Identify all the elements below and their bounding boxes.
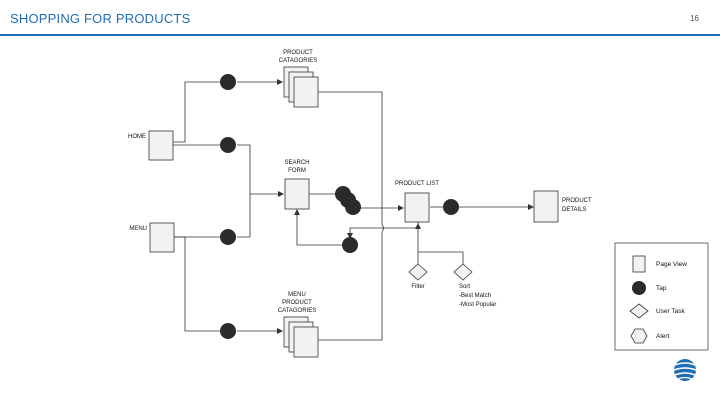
connector-list-back-to-tap [347, 222, 419, 239]
connector-menu-to-menu-categories [174, 236, 220, 332]
connector-menu-categories-to-list [318, 224, 384, 341]
sort-label-line3: -Most Popular [459, 302, 496, 308]
user-task-filter[interactable]: Filter [408, 263, 428, 290]
sort-label-line1: Sort [459, 284, 470, 290]
filter-label: Filter [411, 284, 424, 290]
tap-back-to-search[interactable] [342, 237, 358, 253]
page-menu-product-categories[interactable]: MENU PRODUCT CATAGORIES [278, 292, 319, 358]
product-details-label-line1: PRODUCT [562, 198, 592, 204]
product-categories-label-line2: CATAGORIES [279, 58, 317, 64]
menu-label: MENU [129, 226, 147, 232]
menu-categories-label-line1: MENU [288, 292, 306, 298]
legend-tap-label: Tap [656, 285, 667, 292]
tap-product-list-to-details[interactable] [443, 199, 459, 215]
legend-tap-icon [632, 281, 646, 295]
connector-categories-to-list [318, 91, 383, 225]
slide-title: SHOPPING FOR PRODUCTS [10, 11, 191, 26]
product-categories-label-line1: PRODUCT [283, 50, 313, 56]
tap-search-3[interactable] [345, 199, 361, 215]
legend-alert-label: Alert [656, 333, 670, 340]
tap-menu-search[interactable] [220, 229, 236, 245]
tap-home-search[interactable] [220, 137, 236, 153]
legend-page-view-icon [632, 255, 646, 273]
connector-menu-tap-up [237, 194, 251, 238]
connector-home-to-categories [173, 81, 220, 143]
search-form-label-line2: FORM [288, 168, 306, 174]
legend-alert-icon [630, 328, 648, 344]
menu-categories-label-line2: PRODUCT [282, 300, 312, 306]
slide-number: 16 [690, 14, 699, 23]
sort-label-line2: -Best Match [459, 293, 491, 299]
att-globe-icon [673, 359, 697, 381]
user-task-sort[interactable]: Sort -Best Match -Most Popular [453, 263, 496, 308]
product-list-label: PRODUCT LIST [395, 181, 439, 187]
page-menu[interactable]: MENU [129, 222, 175, 253]
connector-tap-back-to-search [294, 209, 343, 246]
page-product-categories[interactable]: PRODUCT CATAGORIES [279, 50, 319, 108]
tap-menu-categories[interactable] [220, 323, 236, 339]
legend-user-task-icon [629, 303, 649, 319]
legend: Page View Tap User Task Alert [614, 242, 709, 351]
page-home[interactable]: HOME [128, 130, 174, 161]
page-product-details[interactable]: PRODUCT DETAILS [533, 190, 592, 223]
legend-page-view-label: Page View [656, 261, 687, 268]
legend-user-task-label: User Task [656, 308, 686, 315]
search-form-label-line1: SEARCH [284, 160, 309, 166]
connector-sort-to-list [418, 251, 464, 266]
page-search-form[interactable]: SEARCH FORM [284, 160, 310, 210]
connectors [173, 79, 534, 341]
product-details-label-line2: DETAILS [562, 207, 587, 213]
tap-home-categories[interactable] [220, 74, 236, 90]
home-label: HOME [128, 134, 146, 140]
menu-categories-label-line3: CATAGORIES [278, 308, 316, 314]
page-product-list[interactable]: PRODUCT LIST [395, 181, 439, 223]
title-divider [0, 34, 720, 36]
connector-home-tap-down [237, 144, 251, 194]
legend-box [614, 242, 709, 351]
